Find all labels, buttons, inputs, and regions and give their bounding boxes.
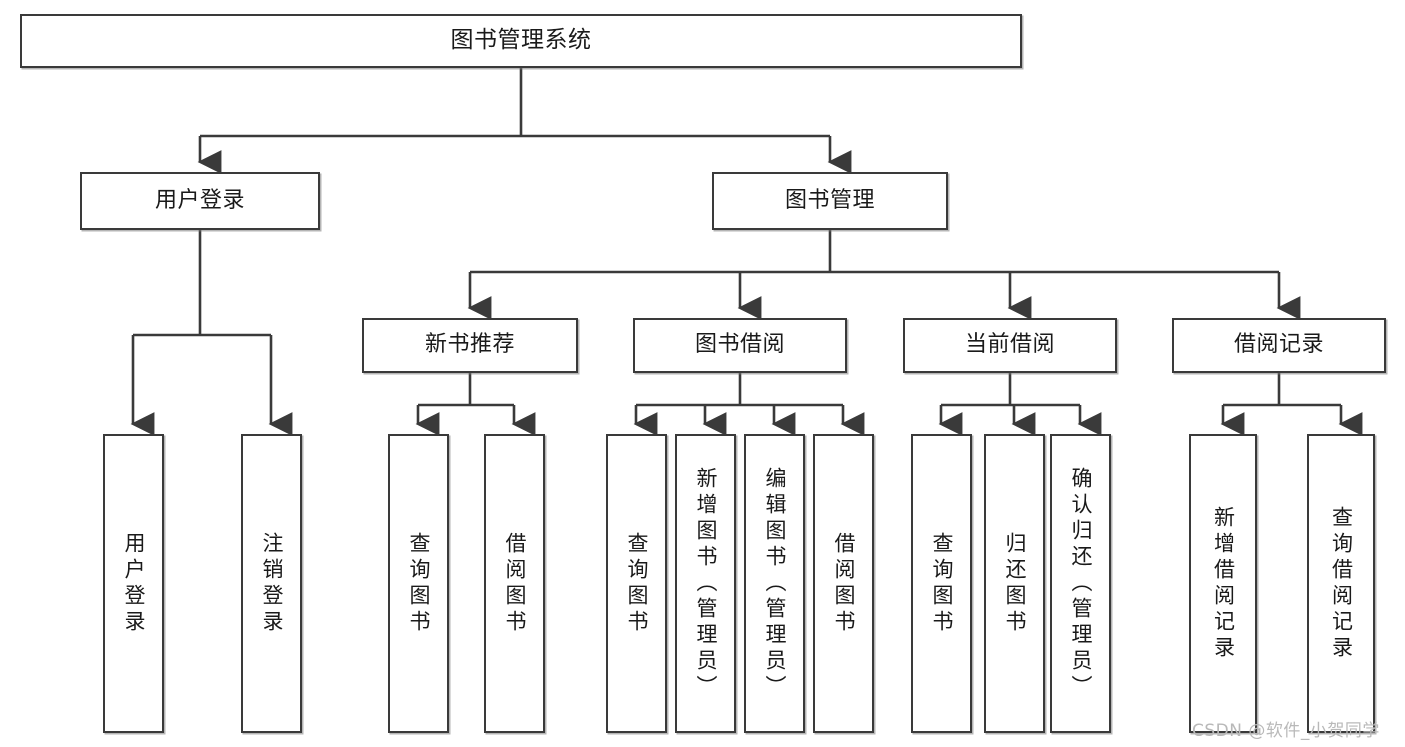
node-leaf-add-borrow-record-label: 新增借阅记录: [1211, 505, 1236, 662]
node-leaf-add-borrow-record[interactable]: 新增借阅记录: [1189, 434, 1257, 733]
node-leaf-user-login-label: 用户登录: [122, 531, 147, 636]
node-leaf-query-book-3[interactable]: 查询图书: [911, 434, 972, 733]
node-book-management-label: 图书管理: [784, 187, 875, 213]
node-leaf-query-book-2-label: 查询图书: [625, 531, 650, 636]
node-new-book-recommend[interactable]: 新书推荐: [362, 318, 578, 373]
watermark: CSDN @软件_小贺同学: [1192, 721, 1380, 741]
node-leaf-query-borrow-record-label: 查询借阅记录: [1329, 505, 1354, 662]
node-book-management[interactable]: 图书管理: [712, 172, 948, 230]
node-leaf-query-book-1[interactable]: 查询图书: [388, 434, 449, 733]
node-book-borrow-label: 图书借阅: [694, 332, 785, 358]
edge-group-new-book-recommend: [415, 373, 536, 436]
node-leaf-confirm-return[interactable]: 确认归还（管理员）: [1050, 434, 1111, 733]
node-current-borrow-label: 当前借阅: [964, 332, 1055, 358]
node-leaf-query-book-2[interactable]: 查询图书: [606, 434, 667, 733]
node-new-book-recommend-label: 新书推荐: [424, 332, 515, 358]
node-leaf-query-borrow-record[interactable]: 查询借阅记录: [1307, 434, 1375, 733]
edge-group-root: [197, 68, 852, 174]
edge-group-user-login: [130, 230, 293, 436]
node-leaf-user-login[interactable]: 用户登录: [103, 434, 164, 733]
node-leaf-add-book[interactable]: 新增图书（管理员）: [675, 434, 736, 733]
node-leaf-return-book[interactable]: 归还图书: [984, 434, 1045, 733]
node-book-borrow[interactable]: 图书借阅: [633, 318, 847, 373]
node-leaf-query-book-1-label: 查询图书: [407, 531, 432, 636]
node-leaf-edit-book[interactable]: 编辑图书（管理员）: [744, 434, 805, 733]
node-leaf-return-book-label: 归还图书: [1003, 531, 1028, 636]
node-leaf-borrow-book-2-label: 借阅图书: [832, 531, 857, 636]
node-borrow-record-label: 借阅记录: [1233, 332, 1324, 358]
node-leaf-query-book-3-label: 查询图书: [930, 531, 955, 636]
node-leaf-borrow-book-2[interactable]: 借阅图书: [813, 434, 874, 733]
edge-group-book-borrow: [633, 373, 865, 436]
edge-group-book-management: [467, 230, 1301, 320]
node-leaf-logout-login-label: 注销登录: [260, 531, 285, 636]
node-user-login[interactable]: 用户登录: [80, 172, 320, 230]
edge-group-current-borrow: [938, 373, 1102, 436]
node-borrow-record[interactable]: 借阅记录: [1172, 318, 1386, 373]
node-leaf-borrow-book-1-label: 借阅图书: [503, 531, 528, 636]
edge-group-borrow-record: [1220, 373, 1363, 436]
node-leaf-add-book-label: 新增图书（管理员）: [694, 466, 719, 701]
node-leaf-logout-login[interactable]: 注销登录: [241, 434, 302, 733]
node-current-borrow[interactable]: 当前借阅: [903, 318, 1117, 373]
node-root-label: 图书管理系统: [450, 27, 592, 54]
node-root[interactable]: 图书管理系统: [20, 14, 1022, 68]
node-leaf-confirm-return-label: 确认归还（管理员）: [1069, 466, 1094, 701]
node-user-login-label: 用户登录: [154, 187, 245, 213]
node-leaf-borrow-book-1[interactable]: 借阅图书: [484, 434, 545, 733]
node-leaf-edit-book-label: 编辑图书（管理员）: [763, 466, 788, 701]
